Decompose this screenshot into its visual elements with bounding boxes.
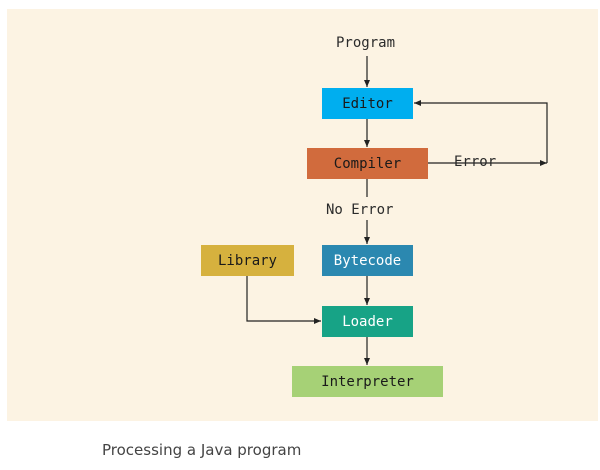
arrow-error-loop-editor xyxy=(414,100,548,163)
error-label: Error xyxy=(454,154,497,170)
arrow-library-loader xyxy=(246,276,321,324)
diagram-panel xyxy=(7,9,598,421)
bytecode-node-label: Bytecode xyxy=(333,252,402,269)
bytecode-node: Bytecode xyxy=(322,245,413,276)
loader-node-label: Loader xyxy=(342,313,393,330)
interpreter-node-label: Interpreter xyxy=(321,373,414,390)
editor-node-label: Editor xyxy=(342,95,393,112)
editor-node: Editor xyxy=(322,88,413,119)
interpreter-node: Interpreter xyxy=(292,366,443,397)
library-node-label: Library xyxy=(217,252,277,269)
library-node: Library xyxy=(201,245,294,276)
program-label: Program xyxy=(336,35,396,51)
compiler-node: Compiler xyxy=(307,148,428,179)
figure-caption: Processing a Java program xyxy=(102,441,302,459)
loader-node: Loader xyxy=(322,306,413,337)
compiler-node-label: Compiler xyxy=(333,155,402,172)
no-error-label: No Error xyxy=(326,202,394,218)
